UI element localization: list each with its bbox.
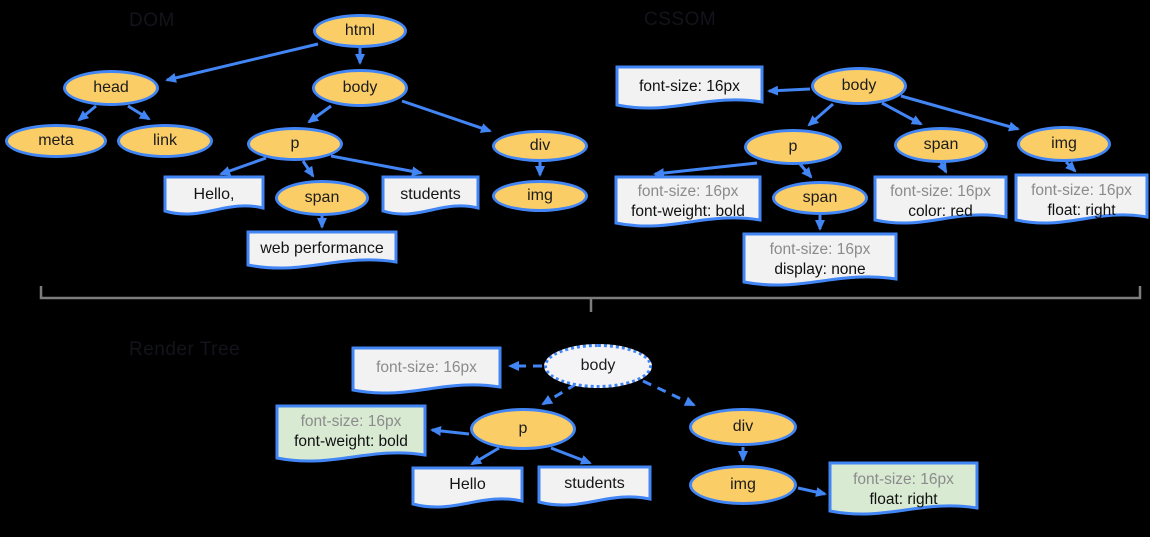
dom-text-boxes: [163, 175, 480, 270]
dom-node-head: head: [63, 70, 159, 106]
render-students-text: students: [539, 474, 650, 494]
style-line: font-size: 16px: [376, 359, 477, 376]
style-line: float: right: [1047, 202, 1116, 219]
node-label: body: [342, 79, 378, 96]
text-run: students: [400, 186, 461, 203]
render-p-style-box: [275, 404, 427, 463]
render-img-style-box: [828, 461, 979, 516]
cssom-body-style-text: font-size: 16px: [617, 77, 762, 97]
cssom-node-span: span: [894, 127, 988, 163]
render-students-box: [537, 465, 652, 507]
cssom-node-body: body: [811, 67, 907, 105]
node-label: head: [93, 79, 129, 96]
cssom-style-boxes: [614, 65, 1149, 287]
render-body-style-text: font-size: 16px: [353, 358, 500, 378]
text-run: students: [564, 475, 625, 492]
dom-hello-box: [163, 175, 265, 216]
render-solid-arrows: [430, 425, 827, 497]
node-label: p: [518, 420, 528, 437]
node-label: span: [923, 136, 959, 153]
dom-arrows: [77, 42, 545, 229]
render-dashed-arrows: [508, 361, 696, 407]
dom-node-html: html: [313, 14, 407, 48]
cssom-span-style-box: [873, 175, 1008, 225]
cssom-p-style-text: font-size: 16px font-weight: bold: [616, 182, 760, 222]
cssom-section-label: CSSOM: [644, 9, 717, 30]
style-line: font-weight: bold: [631, 203, 745, 220]
style-line: font-size: 16px: [890, 183, 991, 200]
text-run: Hello,: [193, 186, 235, 203]
render-p-style-text: font-size: 16px font-weight: bold: [277, 412, 425, 452]
cssom-span-of-p-style-text: font-size: 16px display: none: [744, 240, 896, 280]
cssom-p-style-box: [614, 175, 762, 228]
node-label: meta: [38, 132, 74, 149]
dom-node-body: body: [312, 69, 408, 107]
style-line: font-size: 16px: [637, 183, 739, 200]
style-line: float: right: [869, 491, 938, 508]
style-line: display: none: [774, 261, 866, 278]
cssom-span-style-text: font-size: 16px color: red: [875, 182, 1006, 222]
render-section-label: Render Tree: [129, 339, 241, 360]
style-line: font-size: 16px: [853, 471, 954, 488]
node-label: p: [788, 138, 798, 155]
cssom-arrows: [653, 85, 1077, 231]
node-label: img: [730, 476, 756, 493]
node-label: body: [841, 77, 877, 94]
render-node-body: body: [544, 344, 652, 388]
render-tree-boxes: [275, 346, 979, 516]
dom-students-box: [381, 175, 480, 216]
render-hello-text: Hello: [413, 475, 522, 495]
cssom-node-span-of-p: span: [772, 181, 868, 215]
dom-web-performance-text: web performance: [248, 239, 396, 259]
render-body-style-box: [351, 346, 502, 395]
text-run: Hello: [449, 476, 486, 493]
dom-node-span: span: [275, 180, 369, 216]
node-label: img: [527, 187, 553, 204]
dom-node-p: p: [247, 127, 343, 161]
dom-node-meta: meta: [5, 124, 107, 158]
cssom-span-of-p-style-box: [742, 232, 898, 287]
cssom-img-style-box: [1014, 173, 1149, 225]
render-node-div: div: [689, 408, 797, 446]
style-line: font-weight: bold: [294, 433, 408, 450]
dom-section-label: DOM: [129, 10, 175, 31]
node-label: html: [344, 22, 376, 39]
dom-node-div: div: [492, 130, 588, 162]
combining-brace: [39, 286, 1142, 312]
cssom-node-img: img: [1017, 126, 1111, 162]
node-label: span: [304, 189, 340, 206]
render-img-style-text: font-size: 16px float: right: [830, 470, 977, 510]
text-run: web performance: [260, 240, 384, 257]
node-label: div: [529, 137, 551, 154]
node-label: body: [580, 357, 616, 374]
style-line: color: red: [908, 203, 973, 220]
render-hello-box: [411, 466, 524, 509]
dom-node-link: link: [117, 124, 213, 158]
dom-students-text: students: [383, 185, 478, 205]
dom-hello-text: Hello,: [165, 185, 263, 205]
style-line: font-size: 16px: [769, 241, 871, 258]
node-label: img: [1051, 135, 1077, 152]
style-line: font-size: 16px: [300, 413, 402, 430]
cssom-node-p: p: [744, 129, 842, 165]
dom-web-performance-box: [246, 230, 398, 270]
dom-node-img: img: [492, 180, 588, 212]
style-line: font-size: 16px: [1031, 182, 1132, 199]
cssom-body-style-box: [615, 65, 764, 110]
node-label: div: [732, 418, 754, 435]
render-node-p: p: [470, 408, 576, 450]
render-node-img: img: [689, 465, 797, 505]
style-line: font-size: 16px: [639, 78, 740, 95]
node-label: span: [802, 189, 838, 206]
cssom-img-style-text: font-size: 16px float: right: [1016, 181, 1147, 221]
node-label: p: [290, 135, 300, 152]
node-label: link: [152, 132, 177, 149]
